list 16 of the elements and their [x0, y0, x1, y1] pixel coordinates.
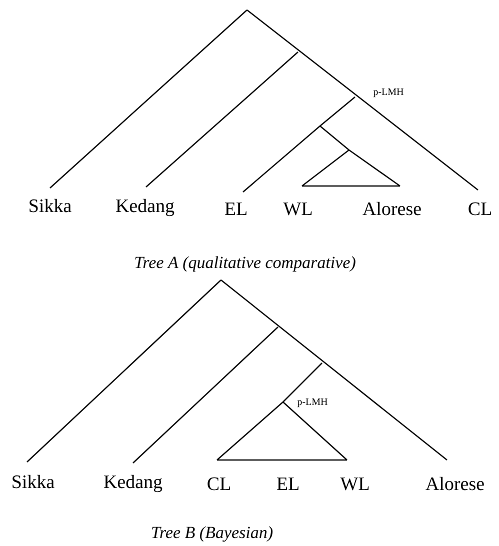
leaf-label: WL [283, 202, 312, 216]
leaf-label: EL [224, 202, 246, 215]
node-label: p-LMH [297, 398, 328, 408]
leaf-label: Sikka [12, 474, 54, 488]
leaf-label: Alorese [426, 476, 484, 490]
leaf-label: CL [208, 477, 230, 490]
leaf-label: CL [468, 202, 491, 216]
leaf-label: EL [276, 478, 298, 490]
leaf-label: WL [340, 478, 369, 490]
leaf-label: Sikka [30, 198, 72, 212]
leaf-label: Alorese [362, 202, 421, 216]
leaf-label: Kedang [104, 474, 162, 492]
leaf-label: Kedang [116, 198, 174, 216]
node-label: p-LMH [373, 88, 404, 98]
tree-caption: Tree A (qualitative comparative) [135, 256, 356, 272]
tree-caption: Tree B (Bayesian) [152, 526, 273, 542]
